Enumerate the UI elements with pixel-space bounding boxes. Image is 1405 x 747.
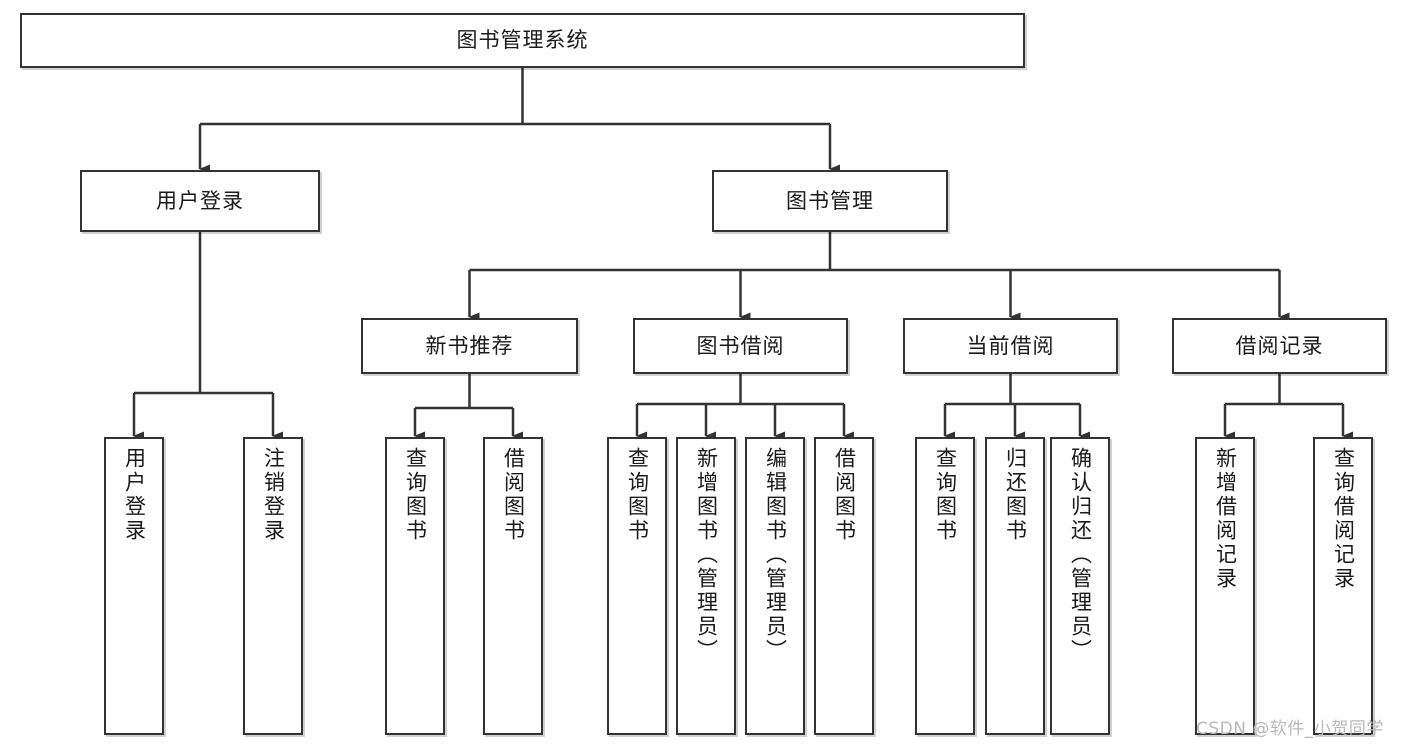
leaf-borrow-add-book-label: 新增图书（管理员） [694,447,719,663]
connector-group [132,68,1353,441]
leaf-user-login[interactable]: 用户登录 [104,437,164,735]
leaf-borrow-query-book-label: 查询图书 [625,447,650,543]
leaf-current-return-book[interactable]: 归还图书 [985,437,1045,735]
leaf-record-query[interactable]: 查询借阅记录 [1313,437,1373,735]
leaf-borrow-add-book[interactable]: 新增图书（管理员） [676,437,736,735]
leaf-recommend-borrow-book[interactable]: 借阅图书 [483,437,543,735]
node-user-login-label: 用户登录 [156,188,244,213]
leaf-current-confirm-return[interactable]: 确认归还（管理员） [1050,437,1110,735]
node-borrow-record[interactable]: 借阅记录 [1172,318,1387,374]
leaf-borrow-borrow-book-label: 借阅图书 [832,447,857,543]
node-user-login[interactable]: 用户登录 [80,170,320,232]
leaf-current-return-book-label: 归还图书 [1003,447,1028,543]
node-root-label: 图书管理系统 [456,28,589,53]
node-book-borrow[interactable]: 图书借阅 [633,318,848,374]
leaf-record-add[interactable]: 新增借阅记录 [1195,437,1255,735]
leaf-recommend-query-book-label: 查询图书 [403,447,428,543]
node-current-borrow[interactable]: 当前借阅 [903,318,1118,374]
leaf-borrow-borrow-book[interactable]: 借阅图书 [814,437,874,735]
node-new-book-recommend-label: 新书推荐 [425,333,514,358]
node-book-borrow-label: 图书借阅 [696,333,785,358]
leaf-recommend-query-book[interactable]: 查询图书 [385,437,445,735]
leaf-borrow-edit-book[interactable]: 编辑图书（管理员） [745,437,805,735]
leaf-user-logout[interactable]: 注销登录 [243,437,303,735]
leaf-borrow-query-book[interactable]: 查询图书 [607,437,667,735]
leaf-current-query-book-label: 查询图书 [933,447,958,543]
leaf-borrow-edit-book-label: 编辑图书（管理员） [763,447,788,663]
node-book-management[interactable]: 图书管理 [712,170,948,232]
leaf-current-query-book[interactable]: 查询图书 [915,437,975,735]
node-current-borrow-label: 当前借阅 [966,333,1055,358]
node-root[interactable]: 图书管理系统 [20,13,1025,68]
leaf-recommend-borrow-book-label: 借阅图书 [501,447,526,543]
leaf-record-query-label: 查询借阅记录 [1331,447,1356,591]
leaf-current-confirm-return-label: 确认归还（管理员） [1068,447,1093,663]
leaf-record-add-label: 新增借阅记录 [1213,447,1238,591]
node-new-book-recommend[interactable]: 新书推荐 [361,318,578,374]
leaf-user-login-label: 用户登录 [122,447,147,543]
node-borrow-record-label: 借阅记录 [1235,333,1324,358]
leaf-user-logout-label: 注销登录 [261,447,286,543]
csdn-watermark: CSDN @软件_小贺同学 [1196,719,1384,739]
node-book-management-label: 图书管理 [786,188,874,213]
